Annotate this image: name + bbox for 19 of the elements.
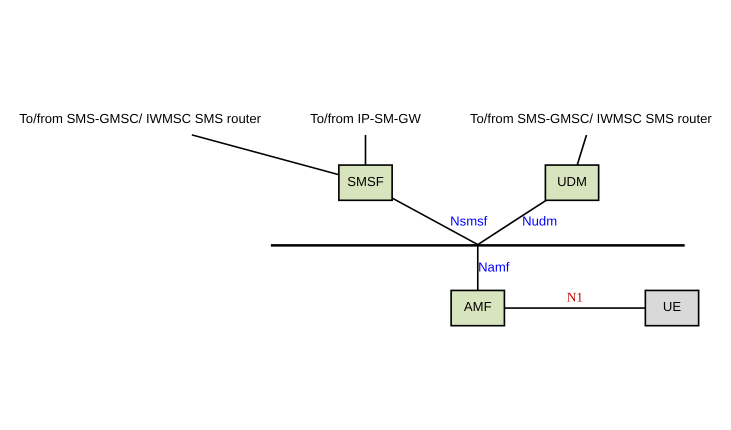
connector	[392, 196, 478, 245]
connector	[476, 246, 479, 290]
connector	[576, 134, 588, 165]
connector	[504, 306, 646, 308]
node-box: SMSF	[338, 164, 393, 201]
connector	[192, 134, 339, 175]
node-bar	[270, 244, 685, 246]
connector	[477, 199, 546, 245]
node-box: AMF	[450, 289, 506, 326]
node-text: To/from SMS-GMSC/ IWMSC SMS router	[19, 110, 262, 126]
edge-label: Namf	[478, 258, 510, 274]
node-text: To/from SMS-GMSC/ IWMSC SMS router	[470, 110, 712, 126]
node-text: To/from IP-SM-GW	[310, 110, 421, 126]
connector	[364, 134, 366, 164]
edge-label: N1	[566, 288, 583, 304]
edge-label: Nudm	[522, 213, 558, 228]
edge-label: Nsmsf	[450, 213, 488, 228]
node-box: UDM	[544, 164, 600, 201]
node-box: UE	[644, 289, 700, 326]
